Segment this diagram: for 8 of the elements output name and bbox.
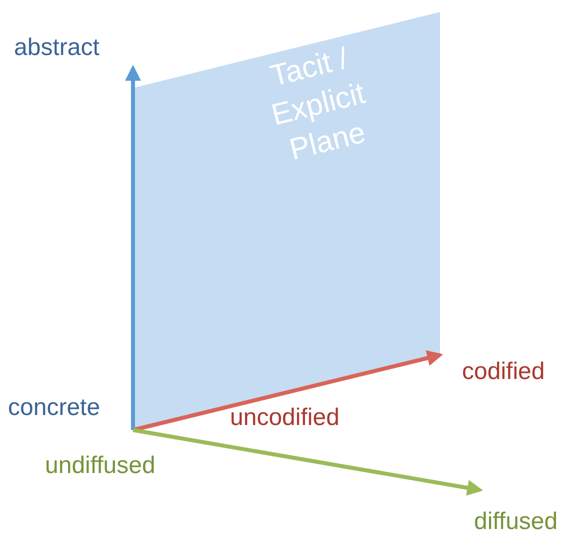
plane-label: Tacit / Explicit Plane	[266, 41, 370, 169]
axis-label: concrete	[8, 394, 100, 422]
axis-label: undiffused	[45, 452, 156, 480]
plane-shape	[133, 12, 440, 430]
axis-label: uncodified	[230, 404, 340, 432]
axis-label: codified	[462, 358, 545, 386]
axis-label: diffused	[474, 508, 558, 535]
axis-label: abstract	[14, 34, 100, 62]
